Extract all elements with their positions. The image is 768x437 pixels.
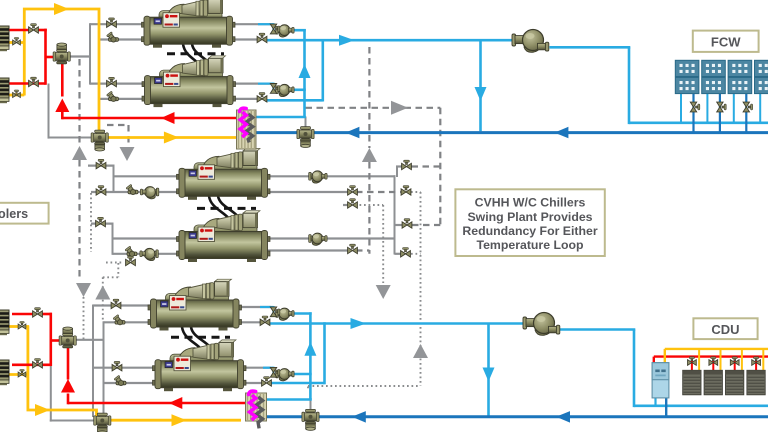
svg-text:CDU: CDU <box>711 322 739 337</box>
svg-text:FCW: FCW <box>711 35 741 50</box>
svg-text:olers: olers <box>0 207 28 221</box>
svg-text:CVHH W/C Chillers: CVHH W/C Chillers <box>475 196 586 210</box>
svg-text:Swing Plant Provides: Swing Plant Provides <box>467 210 592 224</box>
svg-text:Temperature Loop: Temperature Loop <box>476 238 583 252</box>
svg-text:Redundancy For Either: Redundancy For Either <box>462 224 597 238</box>
